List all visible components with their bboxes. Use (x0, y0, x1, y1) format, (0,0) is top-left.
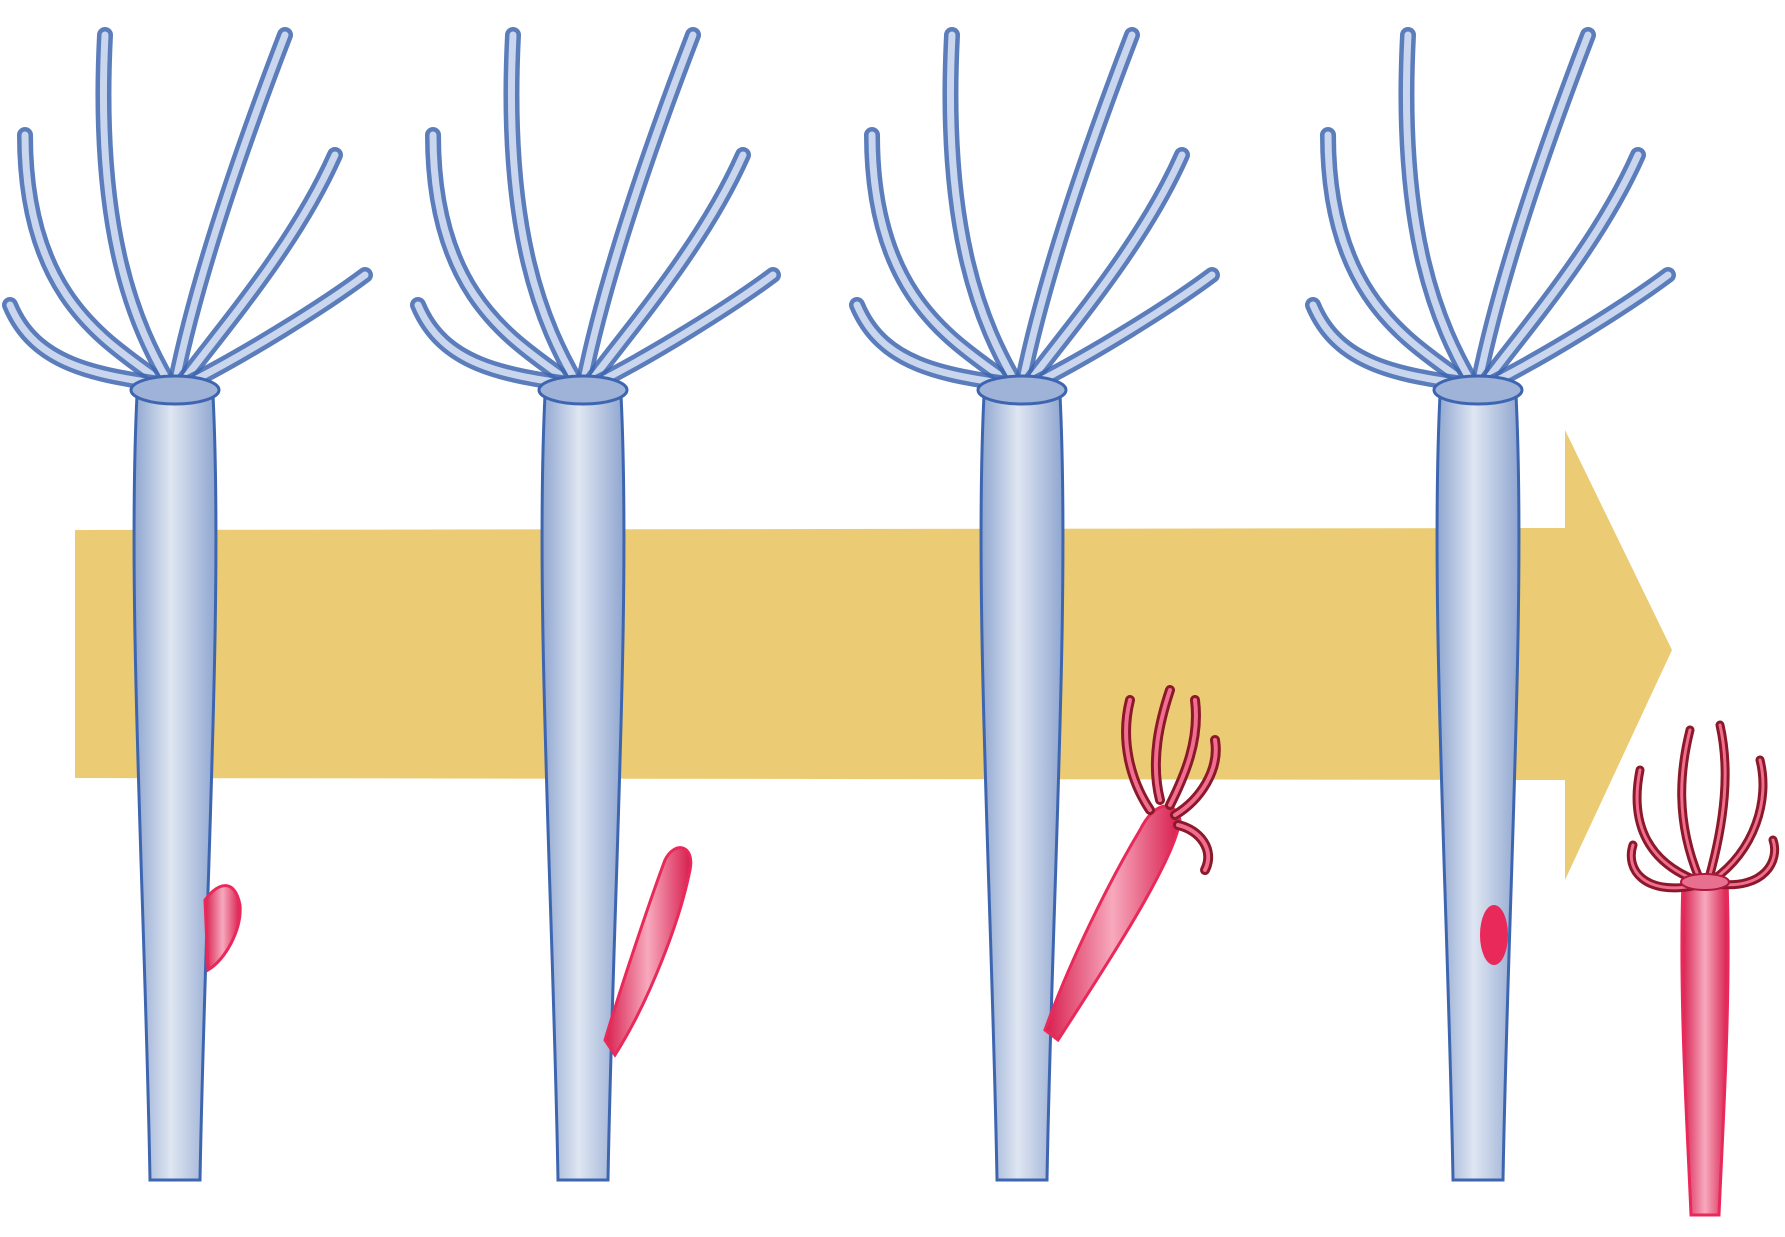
bud-stage-1 (205, 886, 240, 970)
young-hydra-detached (1631, 725, 1774, 1215)
time-arrow-icon (75, 430, 1672, 880)
parent-hydra-2-tentacles (418, 35, 773, 385)
parent-hydra-3-body (981, 395, 1063, 1180)
parent-hydra-4-tentacles (1313, 35, 1668, 385)
parent-hydra-1-body (134, 395, 216, 1180)
parent-hydra-3-tentacles (857, 35, 1212, 385)
parent-hydra-1-tentacles (10, 35, 365, 385)
parent-hydra-2-body (542, 395, 624, 1180)
time-arrow-shape (75, 430, 1672, 880)
bud-scar-stage-4 (1480, 905, 1508, 965)
parent-hydra-4-body (1437, 395, 1519, 1180)
